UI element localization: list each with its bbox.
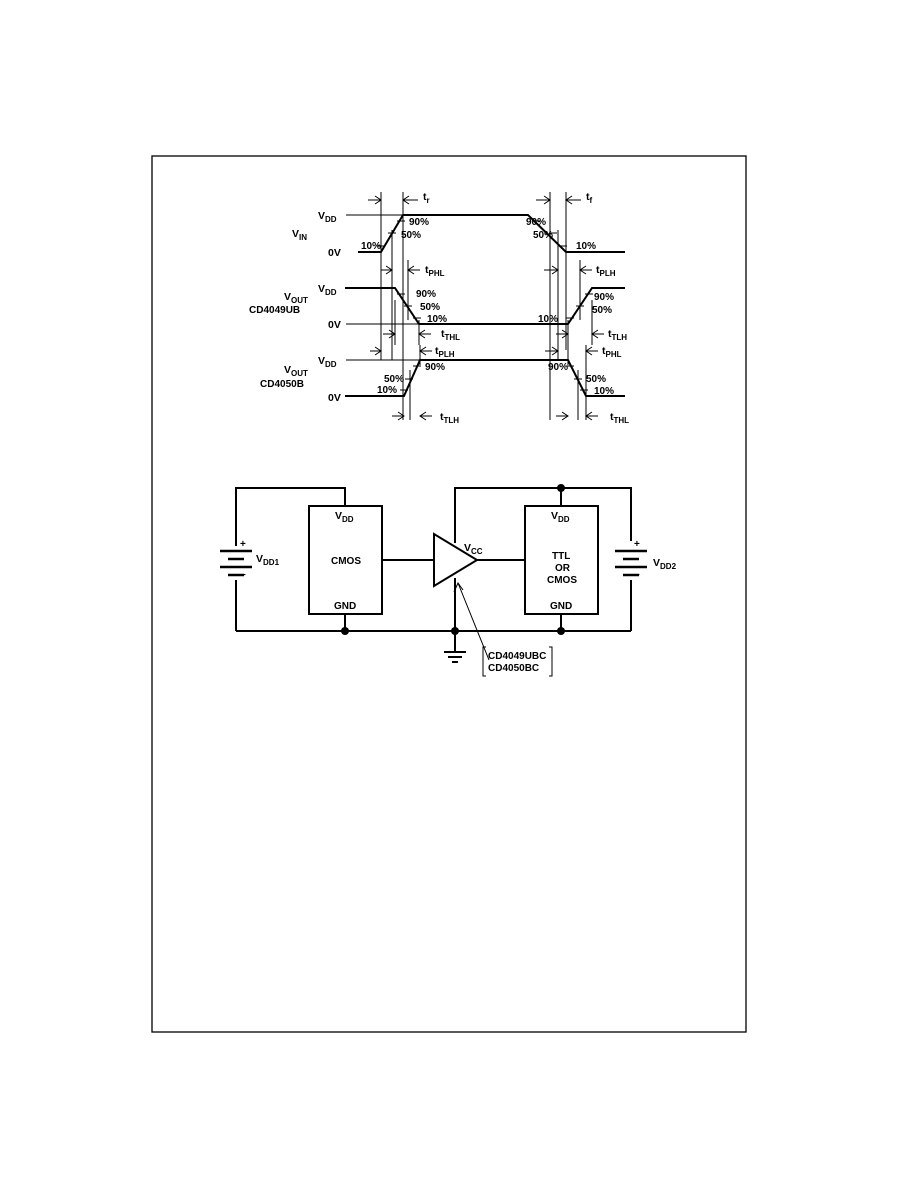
load-line1: TTL <box>552 551 570 562</box>
battery1-minus: − <box>240 570 246 581</box>
vout-b-ttlh-arrows <box>392 411 432 421</box>
cmos-name-label: CMOS <box>331 556 361 567</box>
ground-symbol <box>444 651 466 663</box>
vout-b-verticals <box>409 345 587 420</box>
ub-10-left: 10% <box>427 314 447 325</box>
b-50-left: 50% <box>384 374 404 385</box>
cmos-gnd-label: GND <box>334 601 356 612</box>
b-vout-label: VOUT <box>284 364 308 378</box>
vout-ub-tthl-arrows <box>383 329 431 339</box>
vin-ticks <box>377 220 567 247</box>
vout-b-waveform <box>345 359 625 397</box>
cmos-vdd-label: VDD <box>335 510 354 524</box>
vcc-top-rail <box>454 487 632 543</box>
b-ttlh-label: tTLH <box>440 411 459 425</box>
vin-waveform <box>358 214 625 253</box>
battery2-minus: − <box>634 570 640 581</box>
callout-line2: CD4050BC <box>488 663 539 674</box>
load-gnd-label: GND <box>550 601 572 612</box>
callout-arrowhead <box>453 581 464 593</box>
timing-labels: tr tf VDD VIN 0V 90% 50% 10% 90% 50% 10%… <box>249 191 629 425</box>
schematic-labels: + − VDD1 VDD CMOS GND VCC VDD TTL OR CMO… <box>240 510 677 674</box>
tr-arrows <box>368 195 418 205</box>
b-50-right: 50% <box>586 374 606 385</box>
vin-zero-label: 0V <box>328 247 341 259</box>
callout-bracket-left <box>482 646 486 677</box>
vout-ub-ttlh-arrows <box>556 329 604 339</box>
ub-10-right: 10% <box>538 314 558 325</box>
ub-device-label: CD4049UB <box>249 305 300 316</box>
vin-vdd-label: VDD <box>318 210 337 224</box>
ub-50-right: 50% <box>592 305 612 316</box>
vin-90-right: 90% <box>526 217 546 228</box>
b-tplh-label: tPLH <box>435 345 455 359</box>
callout-bracket-right <box>549 646 553 677</box>
load-line3: CMOS <box>547 575 577 586</box>
b-tthl-label: tTHL <box>610 411 629 425</box>
ub-90-left: 90% <box>416 289 436 300</box>
ub-90-right: 90% <box>594 292 614 303</box>
battery-vdd1 <box>220 549 252 577</box>
figure-frame <box>151 155 747 1033</box>
ub-50-left: 50% <box>420 302 440 313</box>
schematic <box>220 484 647 677</box>
b-10-left: 10% <box>377 385 397 396</box>
vout-b-tplh-arrows <box>370 346 432 356</box>
battery-vdd2 <box>615 549 647 577</box>
timing-diagram <box>345 192 625 421</box>
b-device-label: CD4050B <box>260 379 304 390</box>
vin-50-left: 50% <box>401 230 421 241</box>
load-line2: OR <box>555 563 571 574</box>
vout-b-tphl-arrows <box>545 346 598 356</box>
vin-90-left: 90% <box>409 217 429 228</box>
ub-tplh-label: tPLH <box>596 264 616 278</box>
load-vdd-label: VDD <box>551 510 570 524</box>
buffer-triangle <box>433 532 479 588</box>
vout-ub-ticks <box>397 293 593 319</box>
ub-ttlh-label: tTLH <box>608 328 627 342</box>
b-90-right: 90% <box>548 362 568 373</box>
battery1-plus: + <box>240 539 246 550</box>
battery2-plus: + <box>634 539 640 550</box>
ub-zero-label: 0V <box>328 319 341 331</box>
tf-label: tf <box>586 191 593 205</box>
b-90-left: 90% <box>425 362 445 373</box>
vin-10-right: 10% <box>576 241 596 252</box>
vout-ub-tphl-arrows <box>381 265 420 275</box>
ub-vout-label: VOUT <box>284 291 308 305</box>
vout-ub-tplh-arrows <box>544 265 592 275</box>
ub-tphl-label: tPHL <box>425 264 445 278</box>
tr-label: tr <box>423 191 430 205</box>
tf-arrows <box>536 195 581 205</box>
left-loop-wire <box>235 487 346 546</box>
b-zero-label: 0V <box>328 392 341 404</box>
junction-dots <box>341 484 565 635</box>
vin-50-right: 50% <box>533 230 553 241</box>
vout-b-tthl-arrows <box>556 411 598 421</box>
ub-tthl-label: tTHL <box>441 328 460 342</box>
vcc-label: VCC <box>464 542 483 556</box>
ub-vdd-label: VDD <box>318 283 337 297</box>
vin-label: VIN <box>292 228 307 242</box>
callout-line1: CD4049UBC <box>488 651 546 662</box>
battery2-label: VDD2 <box>653 557 677 571</box>
b-10-right: 10% <box>594 386 614 397</box>
b-tphl-label: tPHL <box>602 345 622 359</box>
callout-arrow-line <box>457 582 490 661</box>
vout-ub-waveform <box>345 287 625 325</box>
vin-10-left: 10% <box>361 241 381 252</box>
vout-b-ticks <box>400 365 588 391</box>
battery1-label: VDD1 <box>256 553 280 567</box>
b-vdd-label: VDD <box>318 355 337 369</box>
